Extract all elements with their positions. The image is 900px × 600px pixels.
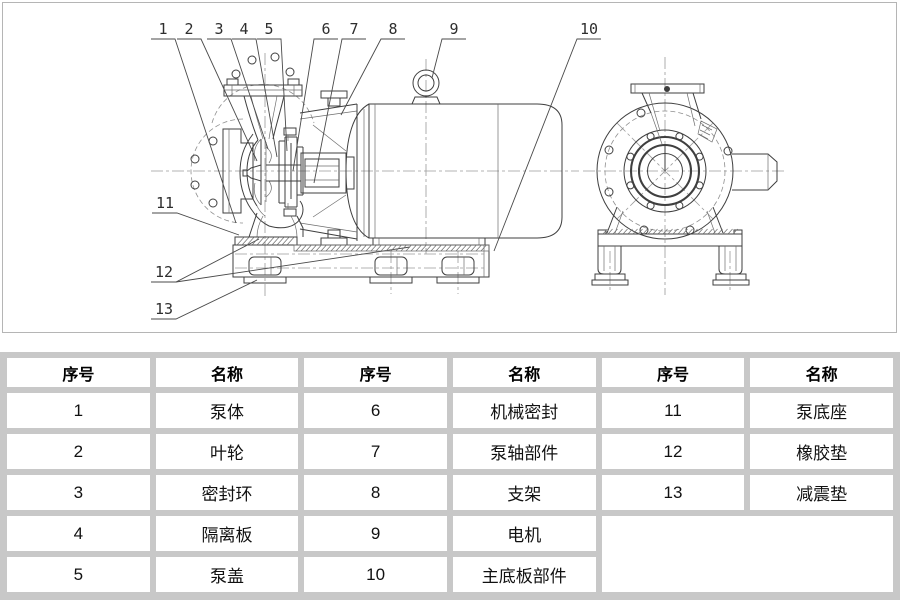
callout-2-number: 2 bbox=[184, 20, 193, 38]
front-legs bbox=[591, 246, 750, 286]
part-name-cell: 泵底座 bbox=[750, 393, 893, 428]
part-no-cell: 4 bbox=[7, 516, 150, 551]
header-name-1: 名称 bbox=[155, 358, 299, 387]
callout-5: 5 bbox=[257, 20, 288, 152]
section-view bbox=[190, 52, 563, 284]
header-index-1: 序号 bbox=[7, 358, 150, 387]
suction-flange-front bbox=[623, 129, 707, 213]
part-no-cell: 12 bbox=[601, 434, 745, 469]
table-row: 2 叶轮 7 泵轴部件 12 橡胶垫 bbox=[7, 434, 893, 469]
part-name-cell: 橡胶垫 bbox=[750, 434, 893, 469]
header-name-2: 名称 bbox=[452, 358, 596, 387]
parts-table-section: 序号 名称 序号 名称 序号 名称 1 泵体 6 机械密封 11 泵底座 2 叶… bbox=[0, 352, 900, 600]
part-name-cell: 机械密封 bbox=[452, 393, 596, 428]
part-name-cell: 支架 bbox=[452, 475, 596, 510]
pump-base-front bbox=[591, 206, 750, 286]
part-no-cell: 7 bbox=[304, 434, 447, 469]
table-row: 3 密封环 8 支架 13 减震垫 bbox=[7, 475, 893, 510]
lifting-eye bbox=[411, 69, 441, 105]
part-no-cell: 8 bbox=[304, 475, 447, 510]
table-row: 5 泵盖 10 主底板部件 bbox=[7, 557, 893, 592]
callout-11: 11 bbox=[152, 194, 240, 236]
motor-feet bbox=[372, 237, 486, 246]
callout-1-number: 1 bbox=[158, 20, 167, 38]
callout-6: 6 bbox=[292, 20, 338, 172]
callout-11-number: 11 bbox=[156, 194, 174, 212]
pump-drawing-panel: 1 2 3 4 5 6 7 8 bbox=[2, 2, 897, 333]
callouts: 1 2 3 4 5 6 7 8 bbox=[151, 20, 601, 320]
callout-10-number: 10 bbox=[580, 20, 598, 38]
part-name-cell: 泵轴部件 bbox=[452, 434, 596, 469]
callout-13: 13 bbox=[151, 279, 258, 320]
part-no-cell: 1 bbox=[7, 393, 150, 428]
callout-3: 3 bbox=[207, 20, 269, 150]
rubber-pad-hatch-front-base bbox=[602, 228, 738, 235]
callout-5-number: 5 bbox=[264, 20, 273, 38]
discharge-flange bbox=[223, 78, 303, 97]
part-name-cell: 泵体 bbox=[155, 393, 299, 428]
part-name-cell: 主底板部件 bbox=[452, 557, 596, 592]
part-name-cell: 减震垫 bbox=[750, 475, 893, 510]
front-view bbox=[591, 83, 778, 286]
pump-pedestal bbox=[234, 212, 304, 246]
discharge-flange-front bbox=[630, 83, 718, 145]
part-no-cell: 9 bbox=[304, 516, 447, 551]
header-index-3: 序号 bbox=[601, 358, 745, 387]
part-no-cell: 10 bbox=[304, 557, 447, 592]
casing-bolt-holes bbox=[604, 108, 733, 235]
vibration-pads bbox=[243, 276, 480, 284]
part-name-cell: 密封环 bbox=[155, 475, 299, 510]
part-no-cell: 13 bbox=[601, 475, 745, 510]
rubber-pad-hatch-pedestal bbox=[236, 236, 295, 246]
part-name-cell: 隔离板 bbox=[155, 516, 299, 551]
header-name-3: 名称 bbox=[750, 358, 893, 387]
part-no-cell: 2 bbox=[7, 434, 150, 469]
callout-9: 9 bbox=[431, 20, 466, 79]
part-no-cell: 3 bbox=[7, 475, 150, 510]
part-no-cell: 6 bbox=[304, 393, 447, 428]
part-name-cell: 泵盖 bbox=[155, 557, 299, 592]
callout-12: 12 bbox=[151, 238, 411, 283]
pump-assembly-drawing: 1 2 3 4 5 6 7 8 bbox=[151, 20, 785, 320]
callout-9-number: 9 bbox=[449, 20, 458, 38]
callout-12-number: 12 bbox=[155, 263, 173, 281]
part-no-cell: 11 bbox=[601, 393, 745, 428]
shaft-end-front bbox=[732, 153, 778, 191]
callout-3-number: 3 bbox=[214, 20, 223, 38]
part-name-cell: 电机 bbox=[452, 516, 596, 551]
callout-10: 10 bbox=[493, 20, 601, 252]
table-row: 4 隔离板 9 电机 bbox=[7, 516, 893, 592]
callout-1: 1 bbox=[151, 20, 237, 224]
callout-8-number: 8 bbox=[388, 20, 397, 38]
callout-13-number: 13 bbox=[155, 300, 173, 318]
empty-cell bbox=[601, 516, 893, 592]
shaft-and-bearing bbox=[266, 152, 355, 194]
table-header-row: 序号 名称 序号 名称 序号 名称 bbox=[7, 358, 893, 387]
header-index-2: 序号 bbox=[304, 358, 447, 387]
part-no-cell: 5 bbox=[7, 557, 150, 592]
callout-2: 2 bbox=[177, 20, 258, 162]
pump-cover-and-seal-plates bbox=[278, 127, 304, 217]
callout-6-number: 6 bbox=[321, 20, 330, 38]
callout-8: 8 bbox=[340, 20, 405, 116]
motor bbox=[345, 69, 563, 246]
impeller bbox=[242, 138, 272, 206]
callout-4: 4 bbox=[232, 20, 278, 158]
callout-7-number: 7 bbox=[349, 20, 358, 38]
parts-table: 序号 名称 序号 名称 序号 名称 1 泵体 6 机械密封 11 泵底座 2 叶… bbox=[1, 352, 899, 598]
table-row: 1 泵体 6 机械密封 11 泵底座 bbox=[7, 393, 893, 428]
rubber-pad-hatch-baseplate bbox=[295, 244, 487, 252]
callout-4-number: 4 bbox=[239, 20, 248, 38]
callout-7: 7 bbox=[313, 20, 366, 184]
volute-casing bbox=[239, 95, 304, 229]
part-name-cell: 叶轮 bbox=[155, 434, 299, 469]
